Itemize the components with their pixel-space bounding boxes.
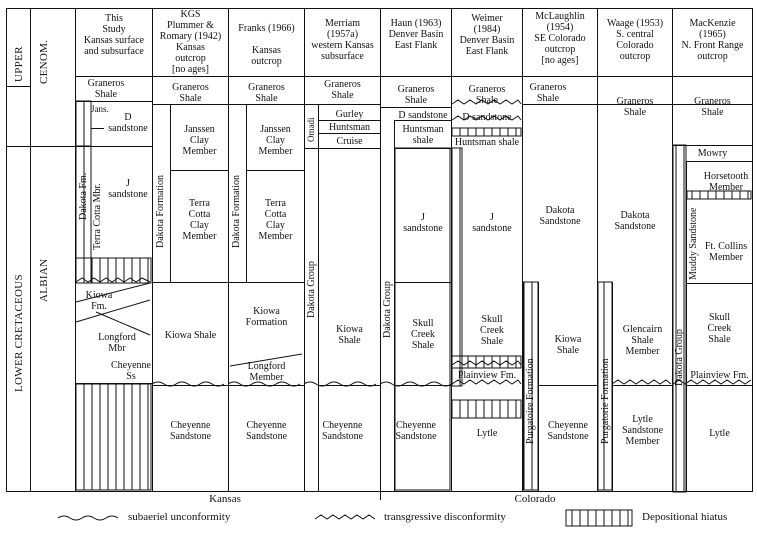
unit-dakota-group: Dakota Group xyxy=(306,261,317,318)
unit-huntsman: Huntsman xyxy=(328,122,371,133)
unit-lytle: Lytle xyxy=(476,428,498,439)
unit-janssen: Janssen Clay Member xyxy=(182,124,217,157)
unit-graneros: Graneros Shale xyxy=(468,84,506,106)
unit-cruise: Cruise xyxy=(336,136,363,147)
unit-dakota-sandstone: Dakota Sandstone xyxy=(539,205,581,227)
unit-d-sandstone: D sandstone xyxy=(108,112,148,134)
header-kgs: KGS Plummer & Romary (1942) Kansas outcr… xyxy=(159,9,222,75)
unit-j-sandstone: J sandstone xyxy=(108,178,148,200)
unit-mowry: Mowry xyxy=(697,148,728,159)
unit-graneros: Graneros Shale xyxy=(529,82,567,104)
unit-huntsman-shale: Huntsman shale xyxy=(454,137,520,148)
chart-frame xyxy=(6,8,753,492)
unit-plainview: Plainview Fm. xyxy=(690,370,749,381)
header-merriam: Merriam (1957a) western Kansas subsurfac… xyxy=(311,18,374,62)
legend-transgressive-symbol xyxy=(314,514,376,520)
unit-muddy-sandstone: Muddy Sandstone xyxy=(688,207,699,281)
unit-j-sandstone: J sandstone xyxy=(403,212,443,234)
unit-cheyenne: Cheyenne Sandstone xyxy=(169,420,212,442)
unit-terra-cotta-mbr: Terra Cotta Mbr. xyxy=(92,183,103,250)
unit-plainview: Plainview Fm. xyxy=(457,370,517,381)
legend-symbols xyxy=(57,509,633,527)
age-cenom: CENOM. xyxy=(38,39,50,84)
header-mackenzie: MacKenzie (1965) N. Front Range outcrop xyxy=(681,18,744,62)
unit-dakota-fm: Dakota Fm. xyxy=(78,172,89,220)
unit-janssen: Janssen Clay Member xyxy=(258,124,293,157)
legend-subaerial-label: subaeriel unconformity xyxy=(128,511,231,523)
unit-kiowa-shale: Kiowa Shale xyxy=(554,334,582,356)
unit-glencairn: Glencairn Shale Member xyxy=(622,324,663,357)
unit-lytle-sandstone: Lytle Sandstone Member xyxy=(621,414,664,447)
unit-kiowa-formation: Kiowa Formation xyxy=(245,306,288,328)
unit-skull-creek-shale: Skull Creek Shale xyxy=(707,312,732,345)
unit-j-sandstone: J sandstone xyxy=(472,212,512,234)
unit-omadi: Omadi xyxy=(306,117,316,143)
unit-kiowa-shale: Kiowa Shale xyxy=(336,324,363,346)
state-kansas: Kansas xyxy=(209,493,241,505)
unit-graneros: Graneros Shale xyxy=(172,82,209,104)
header-this-study: This Study Kansas surface and subsurface xyxy=(83,13,145,57)
unit-graneros: Graneros Shale xyxy=(694,96,731,118)
legend-subaerial-symbol xyxy=(57,515,119,521)
unit-dakota-sandstone: Dakota Sandstone xyxy=(614,210,656,232)
unit-graneros: Graneros Shale xyxy=(87,78,125,100)
state-colorado: Colorado xyxy=(514,493,556,505)
unit-gurley: Gurley xyxy=(335,109,364,120)
unit-dakota-group: Dakota Group xyxy=(674,329,685,386)
unit-kiowa-shale: Kiowa Shale xyxy=(164,330,217,341)
unit-d-sandstone: D sandstone xyxy=(398,110,448,121)
unit-kiowa-fm: Kiowa Fm. xyxy=(85,290,113,312)
unit-cheyenne: Cheyenne Sandstone xyxy=(547,420,589,442)
header-waage: Waage (1953) S. central Colorado outcrop xyxy=(606,18,664,62)
unit-lytle: Lytle xyxy=(709,428,730,439)
unit-cheyenne: Cheyenne Sandstone xyxy=(321,420,364,442)
legend-transgressive-label: transgressive disconformity xyxy=(384,511,506,523)
unit-graneros: Graneros Shale xyxy=(324,79,361,101)
unit-horsetooth: Horsetooth Member xyxy=(703,171,749,193)
unit-longford-member: Longford Member xyxy=(247,361,286,383)
unit-purgatorie-formation: Purgatorie Formation xyxy=(600,358,611,444)
age-upper: UPPER xyxy=(13,46,25,82)
unit-terra-cotta: Terra Cotta Clay Member xyxy=(258,198,293,242)
unit-cheyenne: Cheyenne Sandstone xyxy=(395,420,437,442)
header-mclaughlin: McLaughlin (1954) SE Colorado outcrop [n… xyxy=(534,11,586,66)
header-franks: Franks (1966) Kansas outcrop xyxy=(238,23,295,67)
legend-hiatus-label: Depositional hiatus xyxy=(642,511,728,523)
unit-skull-creek-shale: Skull Creek Shale xyxy=(480,314,504,347)
unit-purgatoire-formation: Purgatoire Formation xyxy=(525,358,536,444)
age-albian: ALBIAN xyxy=(38,258,50,302)
unit-terra-cotta: Terra Cotta Clay Member xyxy=(182,198,217,242)
unit-dakota-formation: Dakota Formation xyxy=(155,174,166,248)
unit-cheyenne: Cheyenne Sandstone xyxy=(245,420,288,442)
unit-graneros: Graneros Shale xyxy=(248,82,285,104)
unit-dakota-group: Dakota Group xyxy=(382,281,393,338)
unit-dakota-formation: Dakota Formation xyxy=(231,174,242,248)
legend-hiatus-symbol xyxy=(565,509,633,527)
unit-longford-mbr: Longford Mbr xyxy=(98,332,136,354)
unit-graneros: Graneros Shale xyxy=(397,84,435,106)
unit-skull-creek-shale: Skull Creek Shale xyxy=(411,318,435,351)
unit-ft-collins: Ft. Collins Member xyxy=(704,241,748,263)
unit-graneros: Graneros Shale xyxy=(616,96,654,118)
unit-jans: Jans. xyxy=(91,104,109,114)
unit-huntsman-shale: Huntsman shale xyxy=(402,124,444,146)
header-weimer: Weimer (1984) Denver Basin East Flank xyxy=(459,13,515,57)
header-haun: Haun (1963) Denver Basin East Flank xyxy=(388,18,444,51)
unit-d-sandstone: D sandstone xyxy=(462,112,512,123)
unit-cheyenne-ss: Cheyenne Ss xyxy=(111,360,151,382)
age-lower-cretaceous: LOWER CRETACEOUS xyxy=(13,274,25,392)
